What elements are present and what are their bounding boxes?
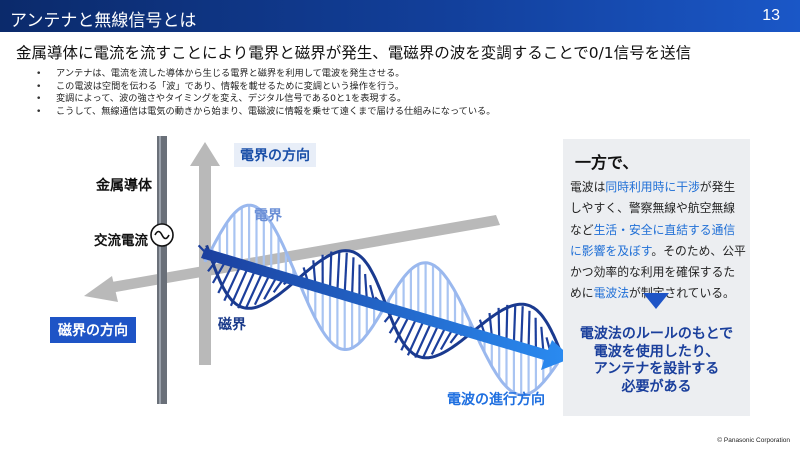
travel-direction-arrow [201, 248, 572, 370]
bullet-item: こうして、無線通信は電気の動きから始まり、電磁波に情報を乗せて遠くまで届ける仕組… [36, 106, 495, 119]
panel-body: 電波は同時利用時に干渉が発生しやすく、警察無線や航空無線など生活・安全に直結する… [570, 177, 746, 305]
body-text: 電波は [570, 180, 606, 194]
page-number: 13 [762, 7, 780, 24]
slide-subtitle: 金属導体に電流を流すことにより電界と磁界が発生、電磁界の波を変調することで0/1… [16, 44, 692, 62]
bullet-item: 変調によって、波の強さやタイミングを変え、デジタル信号である0と1を表現する。 [36, 93, 495, 106]
travel-direction-label: 電波の進行方向 [447, 392, 545, 408]
mfield-vector-line [328, 251, 333, 289]
bullet-item: この電波は空間を伝わる「波」であり、情報を載せるために変調という操作を行う。 [36, 81, 495, 94]
mfield-vector-line [520, 306, 524, 345]
highlight-text: 電波法 [593, 286, 630, 301]
panel-conclusion: 電波法のルールのもとで 電波を使用したり、 アンテナを設計する 必要がある [567, 326, 746, 396]
efield-wave [203, 203, 560, 397]
mfield-vector-line [229, 264, 251, 307]
body-text: 。そのため、公平かつ効率的な利用を確保するために [570, 243, 746, 301]
header-bar: アンテナと無線信号とは 13 [0, 0, 800, 32]
conclusion-line: 必要がある [621, 378, 692, 395]
panel-heading: 一方で、 [575, 153, 639, 172]
conclusion-line: 電波を使用したり、 [593, 343, 720, 360]
mfield-vector-line [237, 266, 258, 309]
bullet-list: アンテナは、電流を流した導体から生じる電界と磁界を利用して電波を発生させる。 こ… [36, 68, 495, 119]
efield-direction-label: 電界の方向 [234, 143, 316, 167]
mfield-direction-label: 磁界の方向 [50, 317, 136, 343]
down-arrow-icon [643, 293, 669, 309]
efield-axis-arrowhead [190, 142, 220, 166]
mfield-vector-line [351, 257, 355, 295]
mfield-curve [205, 244, 561, 360]
body-text: が発生しやすく、警察無線や航空無線など [570, 180, 736, 237]
mfield-vector-line [512, 304, 517, 343]
metal-conductor-label: 金属導体 [96, 178, 152, 194]
metal-conductor-highlight [159, 136, 161, 404]
mfield-vector-line [540, 326, 545, 351]
page-title: アンテナと無線信号とは [10, 11, 197, 31]
efield-curve [203, 203, 560, 397]
highlight-text: 同時利用時に干渉 [605, 180, 700, 194]
bullet-item: アンテナは、電流を流した導体から生じる電界と磁界を利用して電波を発生させる。 [36, 68, 495, 81]
metal-conductor-pole [157, 136, 167, 404]
conclusion-line: 電波法のルールのもとで [579, 326, 734, 342]
mfield-vector-line [505, 304, 509, 341]
mfield-axis-arrowhead [84, 276, 118, 302]
mfield-vector-line [364, 273, 368, 300]
conclusion-line: アンテナを設計する [593, 361, 720, 377]
highlight-text: 生活・安全に直結する通信に影響を及ぼす [570, 222, 736, 258]
ac-current-label: 交流電流 [94, 233, 148, 249]
efield-label: 電界 [254, 208, 282, 224]
efield-axis [199, 165, 211, 365]
mfield-vector-line [343, 252, 348, 293]
mfield-vector-line [527, 310, 531, 347]
mfield-label: 磁界 [218, 317, 246, 333]
copyright: © Panasonic Corporation [717, 437, 790, 444]
mfield-vector-line [336, 250, 341, 291]
info-panel: 一方で、 電波は同時利用時に干渉が発生しやすく、警察無線や航空無線など生活・安全… [563, 139, 750, 416]
ac-wave-icon [154, 230, 170, 240]
